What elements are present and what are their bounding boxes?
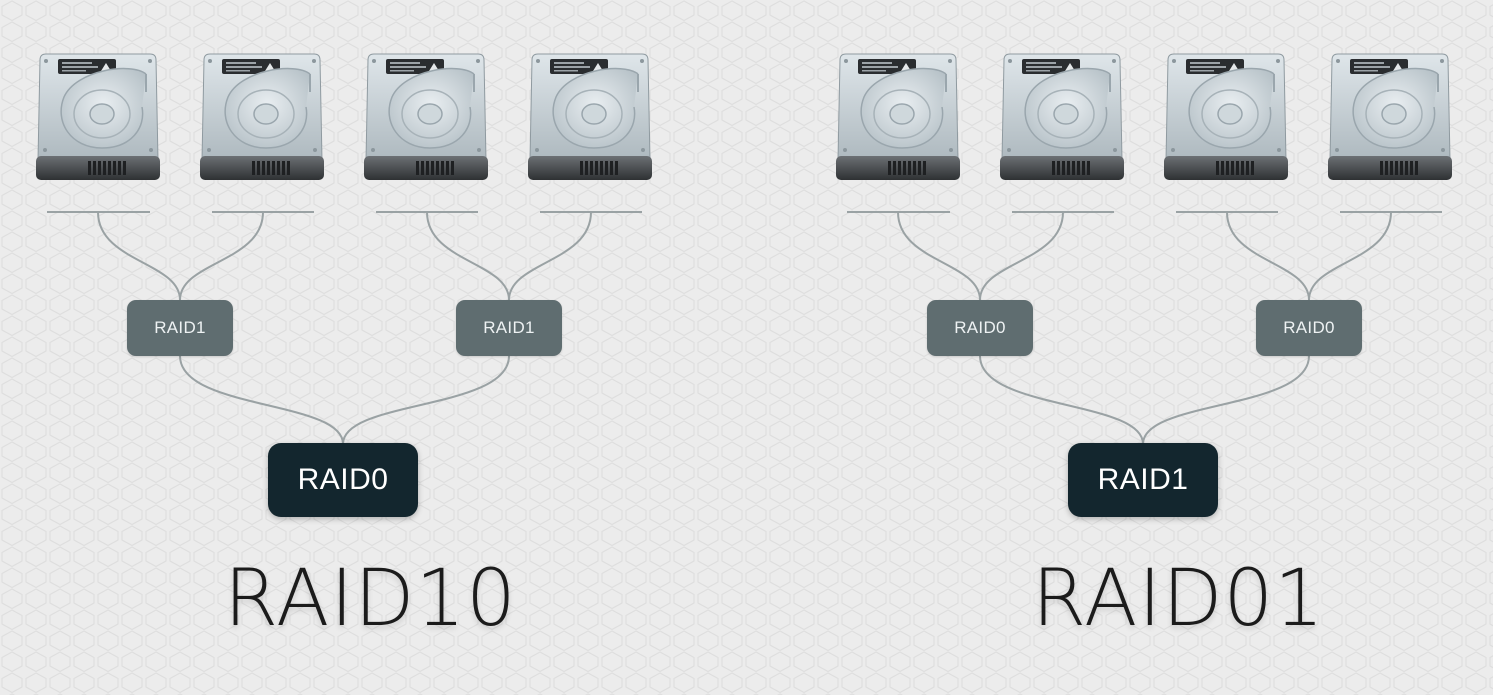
- raid01-root-node: RAID1: [1068, 443, 1218, 517]
- hard-drive-icon: [1328, 52, 1452, 182]
- raid01-title: RAID01: [1032, 554, 1325, 644]
- hard-drive-icon: [836, 52, 960, 182]
- raid01-mid-node-2: RAID0: [1256, 300, 1362, 356]
- raid10-mid-node-1: RAID1: [127, 300, 233, 356]
- raid01-mid-node-1: RAID0: [927, 300, 1033, 356]
- raid10-mid-node-2: RAID1: [456, 300, 562, 356]
- hard-drive-icon: [1164, 52, 1288, 182]
- hard-drive-icon: [200, 52, 324, 182]
- hard-drive-icon: [364, 52, 488, 182]
- hard-drive-icon: [36, 52, 160, 182]
- raid10-title: RAID10: [224, 554, 517, 644]
- hard-drive-icon: [1000, 52, 1124, 182]
- hard-drive-icon: [528, 52, 652, 182]
- raid10-root-node: RAID0: [268, 443, 418, 517]
